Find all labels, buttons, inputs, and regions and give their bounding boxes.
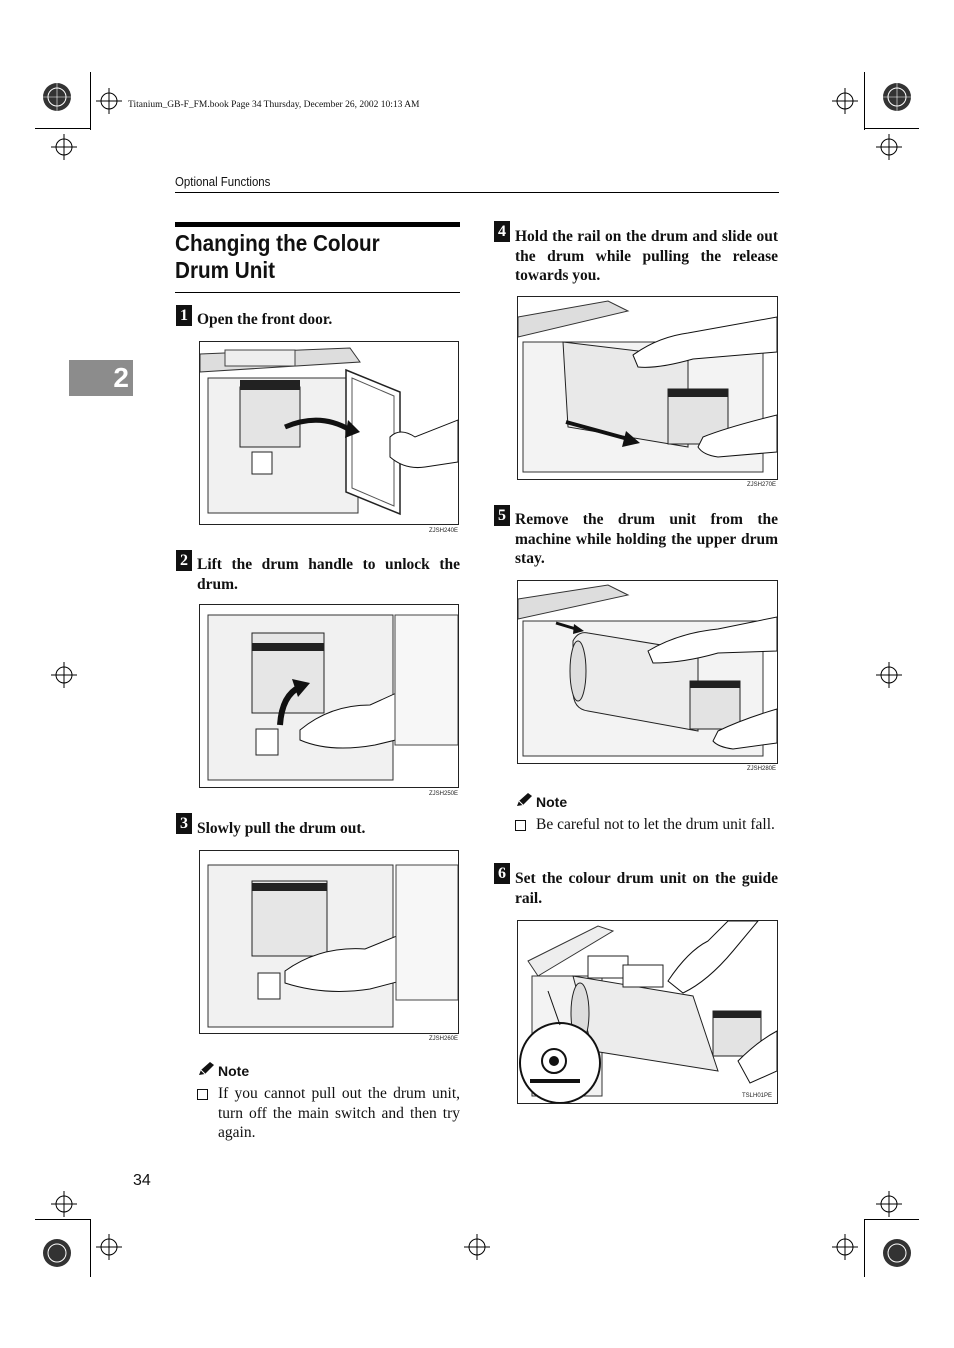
crosshair-icon (51, 662, 77, 688)
figure-remove-drum-unit (517, 580, 778, 764)
registration-mark-icon (883, 83, 911, 111)
note-item: If you cannot pull out the drum unit, tu… (197, 1084, 460, 1143)
section-bottom-rule (175, 292, 460, 293)
crosshair-icon (51, 1191, 77, 1217)
pencil-icon (517, 793, 532, 806)
checkbox-bullet-icon (197, 1089, 208, 1100)
crosshair-icon (464, 1234, 490, 1260)
crosshair-icon (876, 662, 902, 688)
step-text: Set the colour drum unit on the guide ra… (515, 870, 778, 907)
crosshair-icon (96, 88, 122, 114)
step-text: Hold the rail on the drum and slide out … (515, 228, 778, 284)
crosshair-icon (832, 1234, 858, 1260)
step-number: 1 (176, 305, 192, 326)
note-item-text: Be careful not to let the drum unit fall… (536, 816, 775, 833)
crosshair-icon (832, 88, 858, 114)
figure-set-drum-on-guide-rail (517, 920, 778, 1104)
chapter-tab: 2 (69, 360, 133, 396)
note-item: Be careful not to let the drum unit fall… (515, 815, 778, 835)
crosshair-icon (51, 134, 77, 160)
pencil-icon (199, 1062, 214, 1075)
figure-code: TSLH01PE (742, 1093, 773, 1099)
figure-code: ZJSH280E (747, 766, 777, 772)
step-number: 5 (494, 505, 510, 526)
note-heading: Note (218, 1063, 250, 1079)
figure-code: ZJSH260E (429, 1036, 459, 1042)
section-title: Changing the Colour Drum Unit (175, 230, 380, 283)
step-number: 6 (494, 863, 510, 884)
running-head: Optional Functions (175, 174, 271, 189)
header-rule (175, 192, 779, 193)
section-top-rule (175, 222, 460, 227)
figure-slide-out-drum (517, 296, 778, 480)
checkbox-bullet-icon (515, 820, 526, 831)
registration-mark-icon (43, 1239, 71, 1267)
figure-code: ZJSH250E (429, 791, 459, 797)
figure-open-front-door (199, 341, 459, 525)
registration-mark-icon (43, 83, 71, 111)
crosshair-icon (876, 1191, 902, 1217)
note-item-text: If you cannot pull out the drum unit, tu… (218, 1085, 460, 1141)
figure-code: ZJSH270E (747, 482, 777, 488)
step-text: Slowly pull the drum out. (197, 820, 366, 837)
page-number: 34 (133, 1172, 151, 1189)
step-number: 4 (494, 221, 510, 242)
step-text: Open the front door. (197, 311, 333, 328)
step-number: 2 (176, 550, 192, 571)
step-number: 3 (176, 813, 192, 834)
figure-pull-drum-out (199, 850, 459, 1034)
print-slug: Titanium_GB-F_FM.book Page 34 Thursday, … (128, 100, 420, 110)
note-heading: Note (536, 794, 568, 810)
step-text: Lift the drum handle to unlock the drum. (197, 556, 460, 593)
step-text: Remove the drum unit from the machine wh… (515, 511, 778, 567)
crosshair-icon (96, 1234, 122, 1260)
figure-code: ZJSH240E (429, 528, 459, 534)
crosshair-icon (876, 134, 902, 160)
figure-lift-drum-handle (199, 604, 459, 788)
registration-mark-icon (883, 1239, 911, 1267)
